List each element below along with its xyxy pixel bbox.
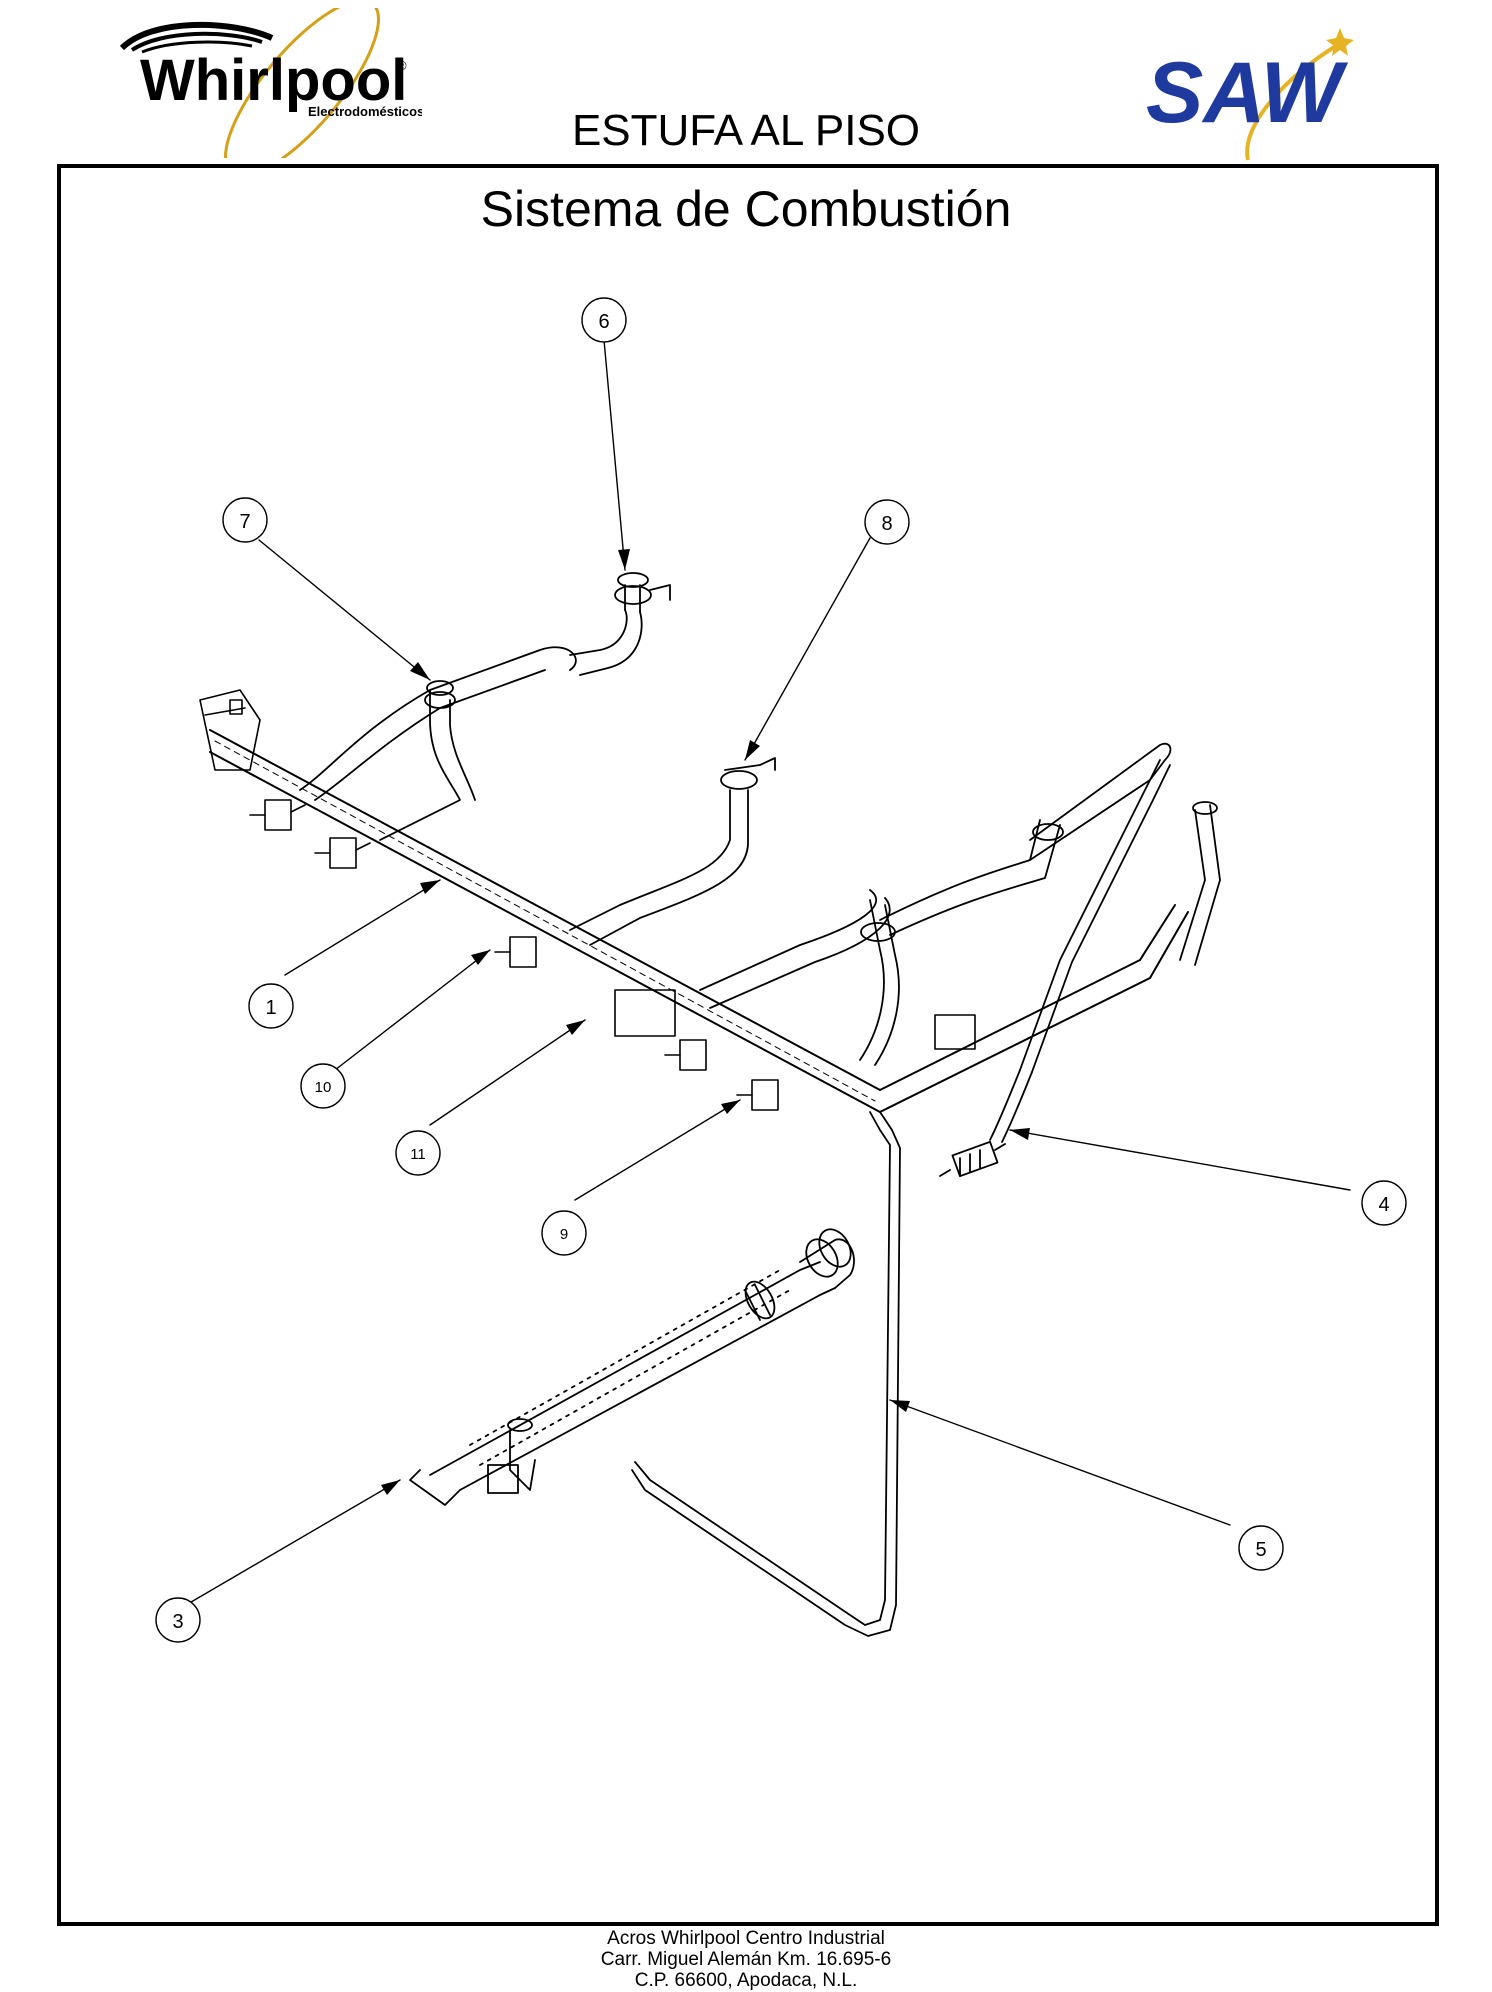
valve: [509, 936, 537, 968]
svg-text:7: 7: [239, 511, 250, 533]
burner-cap: [720, 770, 758, 790]
callout-8: 8: [864, 499, 910, 545]
svg-text:3: 3: [172, 1611, 183, 1633]
left-bracket: [199, 689, 261, 771]
valve: [751, 1079, 779, 1111]
whirlpool-tagline: Electrodomésticos: [308, 104, 422, 119]
valve: [264, 799, 292, 831]
svg-text:6: 6: [598, 311, 609, 333]
burner-cap: [614, 585, 652, 605]
callout-5: 5: [1238, 1525, 1284, 1571]
callout-9: 9: [541, 1210, 587, 1256]
gas-valves: [249, 799, 976, 1111]
drawing-frame: [57, 164, 1439, 1926]
svg-text:8: 8: [881, 513, 892, 535]
burner-tube-rear-right: [699, 742, 1172, 1066]
footer-line-3: C.P. 66600, Apodaca, N.L.: [634, 1970, 858, 1991]
whirlpool-wordmark: Whirlpool: [140, 48, 407, 113]
svg-text:9: 9: [560, 1226, 568, 1243]
svg-text:10: 10: [315, 1079, 332, 1096]
callout-7: 7: [222, 497, 268, 543]
leader-lines: [185, 339, 1351, 1606]
section-title: Sistema de Combustión: [480, 181, 1012, 237]
whirlpool-logo: Whirlpool ® Electrodomésticos: [119, 8, 422, 158]
page-title: ESTUFA AL PISO: [571, 106, 921, 155]
rail-clip: [934, 1014, 976, 1050]
inlet-fitting: [939, 1140, 1006, 1178]
callout-3: 3: [155, 1597, 201, 1643]
burner-cap: [424, 691, 456, 709]
valve: [679, 1039, 707, 1071]
saw-logo: SAW: [1146, 28, 1354, 161]
burner-tube-8: [569, 757, 776, 946]
burner-tube-6: [569, 572, 671, 676]
footer-line-2: Carr. Miguel Alemán Km. 16.695-6: [600, 1949, 892, 1970]
burner-tube-7: [299, 646, 577, 841]
leader-arrowheads: [381, 549, 1030, 1495]
svg-text:5: 5: [1255, 1539, 1266, 1561]
side-gas-pipe: [989, 759, 1221, 1143]
manifold-rail: [209, 729, 1189, 1113]
registered-mark: ®: [397, 58, 407, 73]
long-gas-tube-5: [631, 1111, 901, 1637]
callout-10: 10: [300, 1063, 346, 1109]
star-icon: [1326, 28, 1354, 56]
callout-1: 1: [248, 983, 294, 1029]
callout-4: 4: [1361, 1180, 1407, 1226]
svg-text:4: 4: [1378, 1194, 1389, 1216]
central-valve-block: [614, 989, 676, 1037]
valve: [329, 837, 357, 869]
oven-burner-3: [409, 1228, 855, 1506]
footer-line-1: Acros Whirlpool Centro Industrial: [607, 1928, 885, 1949]
svg-text:11: 11: [410, 1146, 426, 1163]
saw-wordmark: SAW: [1146, 45, 1349, 141]
svg-text:1: 1: [265, 997, 276, 1019]
callout-6: 6: [581, 297, 627, 343]
footer-address: Acros Whirlpool Centro Industrial Carr. …: [0, 1928, 1492, 1991]
callout-11: 11: [395, 1130, 441, 1176]
